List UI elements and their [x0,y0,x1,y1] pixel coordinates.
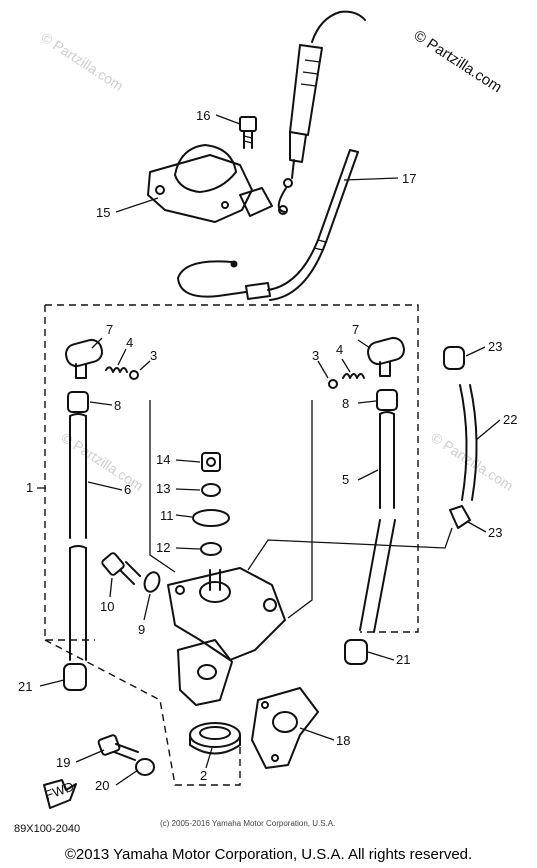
watermark-faint-middle-left: © Partzilla.com [58,429,146,494]
callout-6: 6 [124,482,131,497]
callout-23-top: 23 [488,339,502,354]
callout-1: 1 [26,480,33,495]
connection-line-right-ball [287,400,313,619]
footer-copyright: ©2013 Yamaha Motor Corporation, U.S.A. A… [64,846,473,863]
callout-18: 18 [336,733,350,748]
part-11-seal [192,509,230,527]
callout-2: 2 [200,768,207,783]
callout-12: 12 [156,540,170,555]
leader-lines [37,114,501,786]
callout-7-left: 7 [106,322,113,337]
callout-5: 5 [342,472,349,487]
callout-7-right: 7 [352,322,359,337]
part-4-right-spring [342,373,365,379]
part-9-washer [143,571,161,593]
callout-13: 13 [156,481,170,496]
callout-4-right: 4 [336,342,343,357]
part-7-left-elbow-fitting [65,338,103,379]
part-8-left-clamp [67,391,89,413]
part-10-bolt [101,552,141,585]
part-13-washer [201,483,221,497]
callout-10: 10 [100,599,114,614]
diagram-code: 89X100-2040 [14,823,81,835]
part-3-left-ball [129,370,139,380]
callout-17: 17 [402,171,416,186]
part-7-right-elbow-fitting [367,336,405,377]
watermark-faint-top-left: © Partzilla.com [38,29,126,94]
part-22-hose [459,384,478,501]
callout-9: 9 [138,622,145,637]
part-3-right-ball [328,379,338,389]
callout-8-left: 8 [114,398,121,413]
fwd-direction-arrow: FWD [43,779,77,809]
callout-15: 15 [96,205,110,220]
fuel-pump-body [167,567,286,706]
callout-3-right: 3 [312,348,319,363]
part-6-left-hose [69,413,87,661]
callout-20: 20 [95,778,109,793]
part-19-bolt [97,734,139,761]
dashed-assembly-boundary [44,304,419,786]
part-18-gasket-plate [251,687,319,769]
callout-21-right: 21 [396,652,410,667]
callout-labels: 16 15 17 7 4 3 8 1 6 14 13 11 12 10 9 21… [18,108,517,793]
connection-line-left [149,400,176,573]
callout-16: 16 [196,108,210,123]
callout-21-left: 21 [18,679,32,694]
part-17-cable-sheath [267,149,359,301]
part-14-nut [201,452,221,472]
throttle-cable [177,10,366,300]
callout-8-right: 8 [342,396,349,411]
part-5-right-hose [359,411,396,633]
part-4-left-spring [105,366,128,373]
part-21-left-clamp [63,663,87,691]
watermark-faint-middle-right: © Partzilla.com [428,429,516,494]
callout-23-bottom: 23 [488,525,502,540]
callout-11: 11 [160,508,174,523]
callout-14: 14 [156,452,170,467]
part-20-washer [135,758,155,776]
callout-19: 19 [56,755,70,770]
callout-3-left: 3 [150,348,157,363]
connection-line-right [247,527,453,571]
part-12-washer [200,542,222,556]
part-21-right-clamp [344,639,368,665]
small-copyright: (c) 2005-2016 Yamaha Motor Corporation, … [160,819,336,828]
part-16-bolt [239,116,257,149]
callout-22: 22 [503,412,517,427]
part-8-right-clamp [376,389,398,411]
part-15-cover [147,144,273,223]
part-2-gasket [189,722,241,755]
part-23-bottom-clip [449,505,471,529]
callout-4-left: 4 [126,335,133,350]
part-23-top-clip [443,346,465,370]
